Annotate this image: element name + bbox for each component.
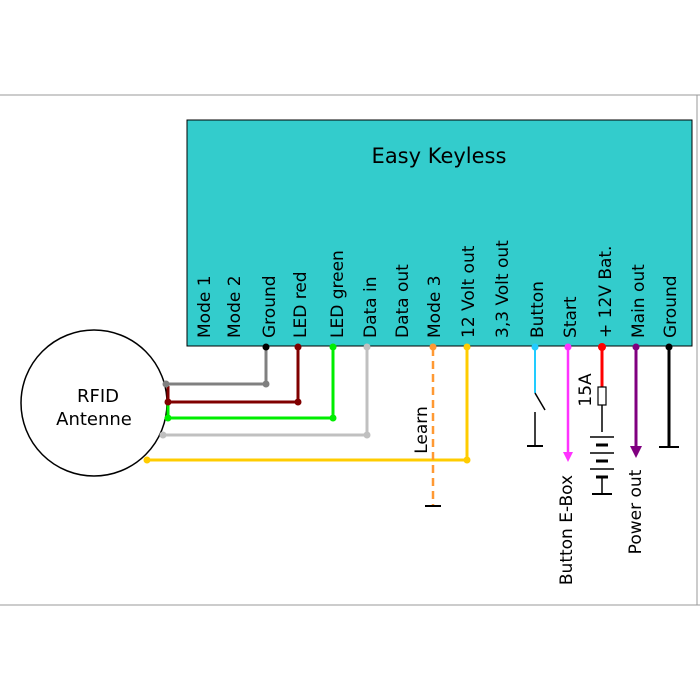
pin-dot-led-green xyxy=(329,343,337,351)
module-title: Easy Keyless xyxy=(372,144,507,168)
pin-label: 3,3 Volt out xyxy=(493,240,513,338)
pin-labels: Mode 1 Mode 2 Ground LED red LED green Data i… xyxy=(195,240,681,338)
wire-ground xyxy=(166,347,268,386)
pin-label: + 12V Bat. xyxy=(596,246,616,338)
button-ebox-label: Button E-Box xyxy=(557,475,577,585)
junction-dot xyxy=(159,431,167,439)
pin-label: Ground xyxy=(661,275,681,338)
antenna-label-line1: RFID xyxy=(77,386,119,407)
junction-dot xyxy=(294,398,302,406)
junction-dot xyxy=(463,456,471,464)
pin-label: Main out xyxy=(629,264,649,338)
pin-dot-led-red xyxy=(294,343,302,351)
antenna-label-line2: Antenne xyxy=(56,409,132,430)
pin-dot-main-out xyxy=(632,343,640,351)
button-switch-contact xyxy=(534,392,546,411)
wire-led-red xyxy=(166,347,300,404)
learn-label: Learn xyxy=(412,406,432,454)
pin-dot-data-in xyxy=(363,343,371,351)
pin-dot-ground xyxy=(262,343,270,351)
junction-dot xyxy=(329,414,337,422)
pin-dot-ground-right xyxy=(665,343,673,351)
junction-dot xyxy=(363,431,371,439)
junction-dot xyxy=(164,414,172,422)
wire-led-green xyxy=(166,347,335,420)
easy-keyless-module xyxy=(186,119,693,347)
pin-label: Mode 2 xyxy=(225,275,245,338)
pin-label: Mode 1 xyxy=(195,275,215,338)
main-out-arrowhead xyxy=(630,446,642,458)
pin-label: Data in xyxy=(361,277,381,339)
power-out-label: Power out xyxy=(626,469,646,554)
pin-dot-12-volt xyxy=(463,343,471,351)
pin-label: Start xyxy=(561,296,581,338)
pin-label: Button xyxy=(528,281,548,338)
pin-label: LED red xyxy=(291,271,311,338)
start-arrowhead xyxy=(563,452,573,462)
pin-label: Mode 3 xyxy=(425,275,445,338)
pin-dot-mode-3 xyxy=(429,343,437,351)
pin-dot-battery xyxy=(598,343,606,351)
pin-label: LED green xyxy=(328,250,348,338)
pin-label: 12 Volt out xyxy=(459,245,479,338)
pin-dot-button xyxy=(531,343,539,351)
fuse-label: 15A xyxy=(576,373,596,407)
pin-dot-start xyxy=(564,343,572,351)
junction-dot xyxy=(164,398,172,406)
fuse-symbol xyxy=(597,386,607,406)
junction-dot xyxy=(162,380,170,388)
junction-dot xyxy=(262,380,270,388)
pin-label: Data out xyxy=(393,264,413,338)
battery-symbol xyxy=(590,436,614,495)
junction-dot xyxy=(143,456,151,464)
pin-label: Ground xyxy=(260,275,280,338)
